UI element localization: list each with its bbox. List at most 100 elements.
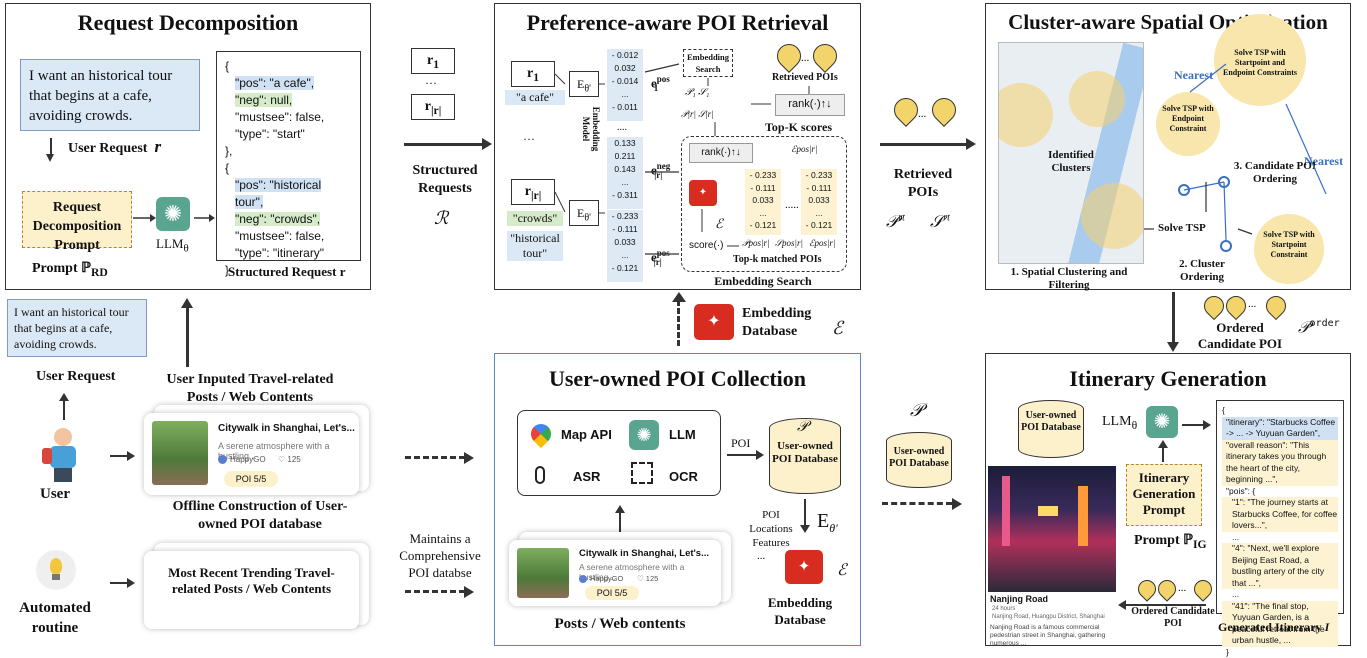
llm-label: LLM bbox=[669, 427, 696, 442]
llm-label: LLMθ bbox=[1102, 414, 1137, 432]
user-label: User bbox=[40, 486, 70, 503]
arrowhead bbox=[1203, 420, 1211, 430]
prompt-ig-label: Prompt ℙIG bbox=[1134, 532, 1207, 551]
poi-loc-label: POI Locations Features bbox=[749, 508, 793, 550]
backpack bbox=[42, 448, 52, 464]
cluster-panel: Cluster-aware Spatial Optimization Ident… bbox=[985, 3, 1351, 290]
dots: ... bbox=[757, 550, 765, 562]
embedding-db-label: Embedding Database bbox=[742, 305, 822, 341]
request-decomposition-panel: Request Decomposition I want an historic… bbox=[5, 3, 371, 290]
poi-marker-icon bbox=[1134, 576, 1159, 601]
poi-marker-icon bbox=[1262, 292, 1290, 320]
neon bbox=[1002, 476, 1010, 546]
embedding-db-label: Embedding Database bbox=[755, 594, 845, 628]
neon bbox=[1078, 486, 1088, 546]
offline-label: Offline Construction of User-owned POI d… bbox=[160, 498, 360, 534]
poi-marker-icon bbox=[1154, 576, 1179, 601]
generated-itinerary-label: Generated Itinerary I bbox=[1218, 620, 1329, 635]
E-symbol: ℰ bbox=[837, 560, 847, 580]
photo-meta: 24 hours bbox=[992, 606, 1015, 612]
arrowhead bbox=[800, 525, 810, 533]
trending-card: Most Recent Trending Travel-related Post… bbox=[144, 551, 359, 629]
poi-db-label: User-owned POI Database bbox=[771, 440, 839, 466]
post-title: Citywalk in Shanghai, Let's... bbox=[218, 423, 355, 434]
legs bbox=[54, 468, 72, 482]
embedding-db-symbol: ℰ bbox=[832, 318, 843, 339]
panel-title: User-owned POI Collection bbox=[495, 366, 860, 392]
microphone-icon bbox=[535, 466, 545, 484]
arrowhead bbox=[464, 586, 474, 598]
automated-label: Automated routine bbox=[10, 598, 100, 638]
json-line: ... bbox=[1222, 532, 1338, 544]
arrowhead bbox=[756, 450, 764, 460]
json-line: } bbox=[1222, 647, 1338, 658]
dots: ··· bbox=[425, 76, 437, 91]
arrow bbox=[186, 305, 189, 367]
maintains-label: Maintains a Comprehensive POI databse bbox=[392, 530, 488, 581]
retrieved-pois-label: Retrieved POIs bbox=[888, 166, 958, 202]
R-symbol: ℛ bbox=[434, 208, 448, 229]
poi-pill: POI 5/5 bbox=[224, 471, 278, 487]
arrow bbox=[63, 398, 65, 420]
post-title: Citywalk in Shanghai, Let's... bbox=[579, 548, 709, 559]
photo-info: Nanjing Road 24 hours Nanjing Road, Huan… bbox=[988, 592, 1116, 644]
json-line: ... bbox=[1222, 589, 1338, 601]
s-rt-symbol: 𝒮rt bbox=[930, 212, 950, 232]
posts-label: Posts / Web contents bbox=[535, 616, 705, 633]
post-likes: ♡ 125 bbox=[278, 455, 301, 464]
body bbox=[50, 446, 76, 468]
post-card[interactable]: Citywalk in Shanghai, Let's... A serene … bbox=[144, 413, 359, 495]
post-card[interactable]: Citywalk in Shanghai, Let's... A serene … bbox=[509, 540, 721, 606]
panel1-arrows bbox=[6, 4, 372, 291]
encoder-label: Eθ' bbox=[817, 510, 838, 536]
json-line: "itinerary": "Starbucks Coffee -> ... ->… bbox=[1222, 417, 1338, 440]
arrowhead bbox=[966, 138, 976, 150]
arrow bbox=[110, 582, 128, 584]
poi-arrow-label: POI bbox=[731, 436, 750, 451]
p-symbol: 𝒫 bbox=[910, 400, 923, 421]
post-photo bbox=[152, 421, 208, 485]
arrowhead bbox=[952, 498, 962, 510]
poi-marker-icon bbox=[927, 93, 961, 127]
poi-db-label: User-owned POI Database bbox=[888, 446, 950, 470]
user-request-label: User Request bbox=[36, 369, 115, 385]
arrowhead bbox=[1118, 600, 1126, 610]
generated-itinerary-json: { "itinerary": "Starbucks Coffee -> ... … bbox=[1216, 400, 1344, 614]
rR-box: r|r| bbox=[411, 94, 455, 120]
arrow bbox=[619, 512, 621, 534]
dots: ... bbox=[1178, 582, 1186, 594]
arrowhead bbox=[1158, 440, 1168, 448]
arrowhead bbox=[615, 505, 625, 513]
dashed-arrow bbox=[677, 300, 680, 346]
collection-panel: User-owned POI Collection Map API ✺ LLM … bbox=[494, 353, 861, 646]
arrow bbox=[110, 455, 128, 457]
avatar bbox=[218, 455, 227, 464]
post-likes: ♡ 125 bbox=[637, 574, 658, 583]
itinerary-panel: Itinerary Generation User-owned POI Data… bbox=[985, 353, 1351, 646]
poi-marker-icon bbox=[1222, 292, 1250, 320]
redis-icon: ✦ bbox=[694, 304, 734, 340]
panel3-arrows bbox=[986, 4, 1352, 291]
arrowhead bbox=[127, 451, 135, 461]
arrowhead bbox=[482, 138, 492, 150]
json-line: "4": "Next, we'll explore Beijing East R… bbox=[1222, 543, 1338, 589]
llm-icon: ✺ bbox=[629, 420, 659, 450]
json-line: "overall reason": "This itinerary takes … bbox=[1222, 440, 1338, 486]
bulb-icon bbox=[36, 550, 76, 590]
user-request-doc-small: I want an historical tour that begins at… bbox=[7, 299, 147, 357]
ocr-label: OCR bbox=[669, 469, 698, 484]
arrow bbox=[404, 143, 484, 146]
bulb bbox=[50, 558, 62, 574]
itinerary-prompt: Itinerary Generation Prompt bbox=[1126, 464, 1202, 526]
poi-db-symbol: 𝒫 bbox=[797, 418, 808, 436]
arrowhead bbox=[672, 292, 686, 302]
arrowhead bbox=[181, 298, 193, 308]
avatar bbox=[579, 575, 587, 583]
user-avatar-icon bbox=[42, 428, 86, 482]
photo-meta: Nanjing Road, Huangpu District, Shanghai bbox=[992, 614, 1105, 620]
poi-marker-icon bbox=[1200, 292, 1228, 320]
map-api-label: Map API bbox=[561, 427, 612, 442]
dashed-arrow bbox=[882, 502, 952, 505]
post-user: HappyGO bbox=[230, 455, 266, 464]
post-photo bbox=[517, 548, 569, 598]
